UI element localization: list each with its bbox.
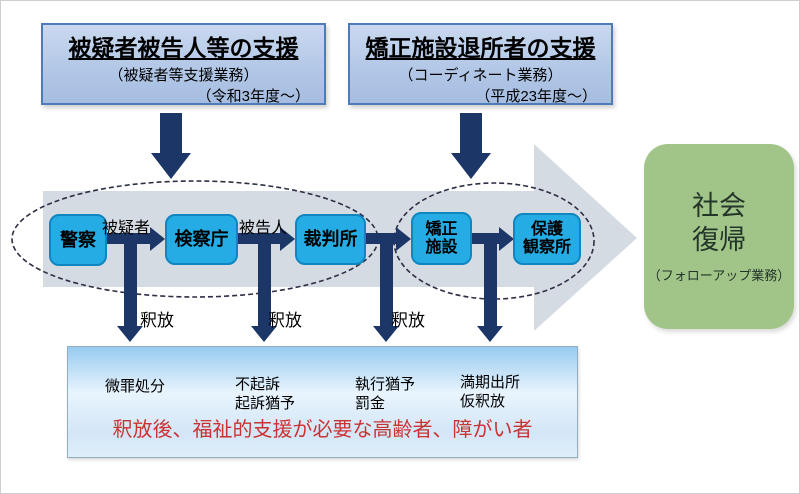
stage-label: 警察 xyxy=(60,229,96,250)
transfer-arrow-suspect xyxy=(107,227,165,342)
release-label-3: 釈放 xyxy=(391,311,425,330)
support-down-arrow-left xyxy=(151,113,191,179)
transfer-arrow-correction-to-probation xyxy=(472,227,514,342)
transfer-label-defendant: 被告人 xyxy=(239,220,288,237)
support-panel-released: 矯正施設退所者の支援 （コーディネート業務） （平成23年度～） xyxy=(348,23,613,105)
panel-period: （平成23年度～） xyxy=(475,88,597,105)
stage-label: 検察庁 xyxy=(174,229,229,250)
release-label-2: 釈放 xyxy=(268,311,302,330)
stage-box-court: 裁判所 xyxy=(295,214,366,265)
panel-period: （令和3年度～） xyxy=(196,88,310,105)
support-down-arrow-right xyxy=(451,113,491,179)
transfer-arrow-court-to-correction xyxy=(366,227,411,342)
stage-label: 保護 xyxy=(530,221,563,239)
stage-label: 矯正 xyxy=(425,220,458,238)
goal-box-social-reintegration: 社会 復帰 （フォローアップ業務） xyxy=(644,144,794,329)
panel-subtitle: （コーディネート業務） xyxy=(398,67,563,84)
outcome-item-release-from-prison: 満期出所仮釈放 xyxy=(460,374,521,410)
stage-box-probation-office: 保護観察所 xyxy=(513,213,581,265)
transfer-arrow-defendant xyxy=(238,227,295,342)
goal-title-line2: 復帰 xyxy=(692,225,746,255)
goal-subtitle: （フォローアップ業務） xyxy=(647,268,791,283)
release-label-1: 釈放 xyxy=(140,311,174,330)
outcome-item-non-prosecution: 不起訴起訴猶予 xyxy=(235,376,296,412)
release-outcomes-box: 微罪処分 不起訴起訴猶予 執行猶予罰金 満期出所仮釈放 釈放後、福祉的支援が必要… xyxy=(67,346,578,458)
outcome-item-suspended-sentence: 執行猶予罰金 xyxy=(355,376,416,412)
stage-box-correctional-facility: 矯正施設 xyxy=(411,212,472,265)
stage-box-prosecutors-office: 検察庁 xyxy=(165,214,238,265)
panel-subtitle: （被疑者等支援業務） xyxy=(108,67,259,84)
transfer-label-suspect: 被疑者 xyxy=(102,220,151,237)
goal-title-line1: 社会 xyxy=(692,191,746,221)
support-panel-suspects: 被疑者被告人等の支援 （被疑者等支援業務） （令和3年度～） xyxy=(41,23,326,105)
panel-title: 被疑者被告人等の支援 xyxy=(68,35,299,61)
outcome-item-minor-offense: 微罪処分 xyxy=(105,378,166,395)
stage-label: 裁判所 xyxy=(303,229,358,250)
panel-title: 矯正施設退所者の支援 xyxy=(365,35,596,61)
outcome-note: 釈放後、福祉的支援が必要な高齢者、障がい者 xyxy=(112,419,533,441)
stage-box-police: 警察 xyxy=(49,214,107,266)
